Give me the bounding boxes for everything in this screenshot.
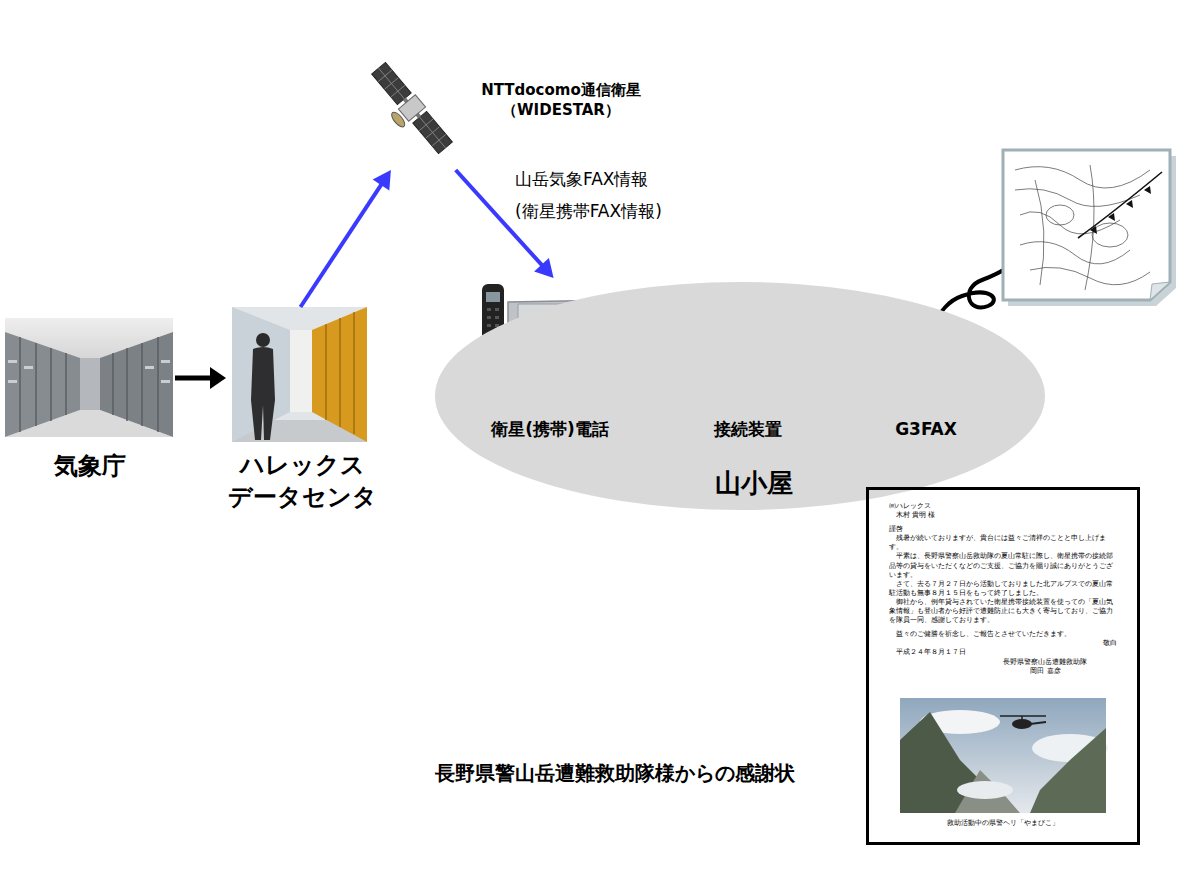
thank-you-letter: ㈱ハレックス木村 貴明 様謹啓残暑が続いておりますが、貴台には益々ご清祥のことと… [866, 487, 1140, 845]
hut-region: 山小屋 衛星(携帯)電話 接続装置 G3FAX [435, 282, 1045, 510]
caption-label: 長野県警山岳遭難救助隊様からの感謝状 [435, 760, 860, 787]
node-label: 接続装置 [683, 418, 813, 441]
letter-line: 長野県警察山岳遭難救助隊 [889, 658, 1117, 667]
rescue-helicopter-photo [900, 698, 1108, 813]
node-label: G3FAX [851, 418, 1001, 441]
device-node: 衛星(携帯)電話 [460, 278, 640, 453]
letter-line: ㈱ハレックス [889, 502, 1117, 511]
letter-line: 益々のご健勝を祈念し、ご報告とさせていただきます。 [889, 630, 1117, 639]
node-label: ハレックス データセンタ [226, 449, 378, 514]
photo-caption: 救助活動中の県警ヘリ「やまびこ」 [879, 818, 1127, 828]
node-label: 衛星(携帯)電話 [460, 418, 640, 441]
letter-body: ㈱ハレックス木村 貴明 様謹啓残暑が続いておりますが、貴台には益々ご清祥のことと… [889, 502, 1117, 676]
satellite-icon [362, 61, 454, 162]
weather-map-sheet [1003, 150, 1176, 306]
letter-line: 御社から、例年貸与されていた衛星携帯接続装置を使っての「夏山気象情報」も登山者か… [889, 598, 1117, 625]
hut-ellipse-shape [435, 282, 1045, 510]
device-node: G3FAX [851, 308, 1001, 453]
satellite-node: NTTdocomo通信衛星 （WIDESTAR） [372, 62, 642, 170]
connector [300, 170, 390, 307]
server-room-photo [5, 318, 173, 437]
letter-line: 岡田 嘉彦 [889, 667, 1117, 676]
connector [175, 367, 226, 389]
letter-line: 木村 貴明 様 [889, 511, 1117, 520]
arrowhead [373, 170, 391, 191]
letter-line: さて、去る７月２７日から活動しておりました北アルプスでの夏山常駐活動も無事８月１… [889, 580, 1117, 598]
letter-line: 敬白 [889, 639, 1117, 648]
edge-label: 山岳気象FAX情報 (衛星携帯FAX情報) [515, 163, 705, 227]
connector-line [175, 375, 212, 380]
connector-line [300, 183, 382, 307]
arrowhead [534, 258, 553, 278]
source-node: 気象庁 [5, 318, 175, 493]
letter-line: 平成２４年８月１７日 [889, 648, 1117, 657]
node-label: NTTdocomo通信衛星 （WIDESTAR） [480, 80, 642, 121]
arrowhead [210, 367, 226, 389]
node-label: 気象庁 [5, 450, 175, 482]
letter-line: 平素は、長野県警察山岳救助隊の夏山常駐に際し、衛星携帯の接続部品等の貸与をいただ… [889, 552, 1117, 579]
device-node: 接続装置 [683, 308, 813, 453]
letter-line: 残暑が続いておりますが、貴台には益々ご清祥のことと申し上げます。 [889, 534, 1117, 552]
letter-line: 謹啓 [889, 525, 1117, 534]
region-title: 山小屋 [715, 466, 793, 501]
data-center-node: ハレックス データセンタ [226, 307, 378, 522]
data-center-photo [232, 307, 367, 442]
